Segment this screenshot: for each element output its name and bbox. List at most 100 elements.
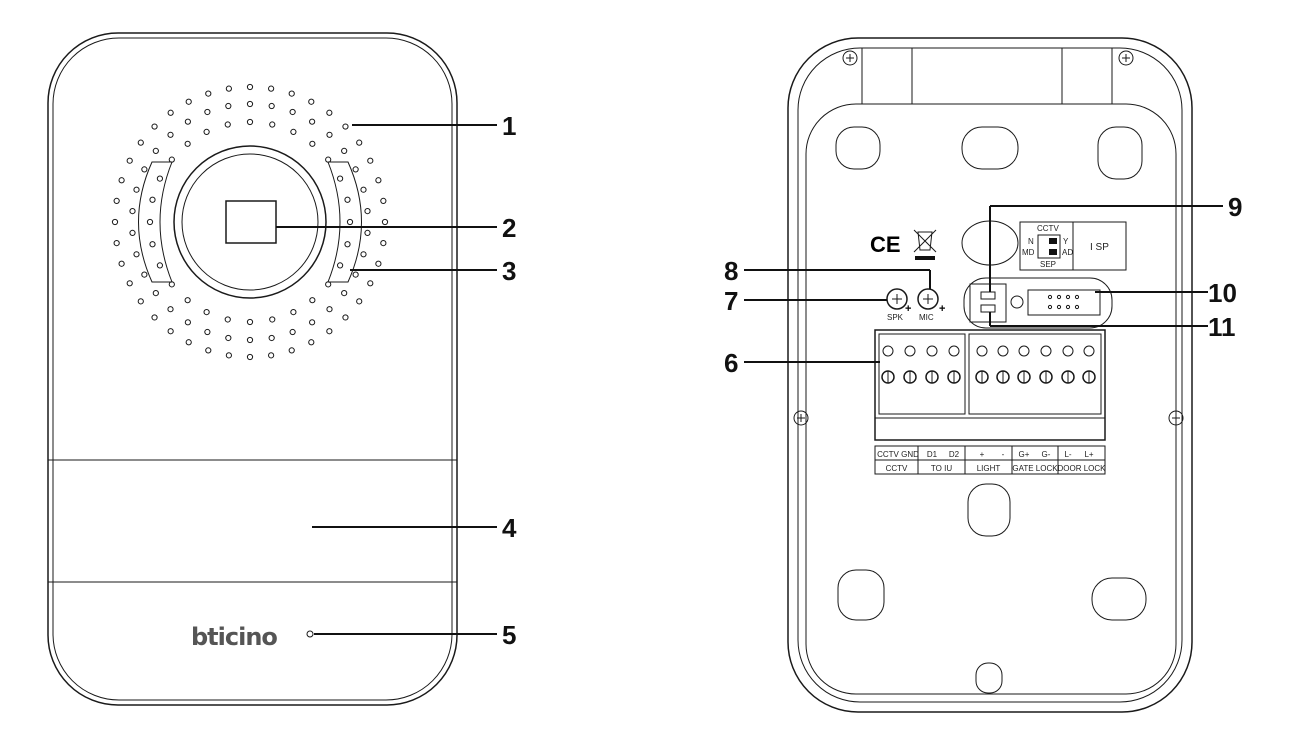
grille-hole (185, 339, 192, 346)
grille-hole (151, 123, 158, 130)
callout-5: 5 (502, 620, 516, 650)
grille-hole (246, 100, 254, 108)
grille-hole (118, 260, 125, 267)
grille-hole (246, 118, 254, 126)
callout-8: 8 (724, 256, 738, 286)
jumper-block[interactable] (969, 283, 1007, 323)
svg-text:Y: Y (1063, 237, 1069, 246)
grille-hole (149, 241, 156, 248)
grille-hole (141, 271, 148, 278)
mic-trimmer[interactable] (917, 288, 939, 310)
grille-hole (308, 339, 315, 346)
grille-hole (167, 131, 174, 138)
led-slot-right (327, 161, 362, 283)
grille-hole (269, 121, 276, 128)
grille-hole (336, 175, 344, 182)
grille-hole (113, 240, 120, 247)
dip-switch[interactable] (1037, 234, 1061, 259)
back-panel-outline (787, 37, 1193, 713)
terminal-group-label: DOOR LOCK (1057, 464, 1106, 473)
grille-hole (152, 147, 159, 154)
terminal-group-label: TO IU (931, 464, 952, 473)
grille-hole (167, 109, 174, 116)
grille-hole (269, 316, 276, 323)
grille-hole (290, 128, 297, 136)
terminal-block (874, 329, 1106, 441)
grille-hole (126, 157, 133, 164)
grille-hole (204, 108, 211, 116)
grille-hole (288, 347, 295, 354)
status-led (306, 630, 314, 638)
grille-hole (133, 251, 140, 258)
grille-hole (344, 241, 351, 248)
grille-hole (168, 281, 175, 288)
grille-hole (289, 328, 296, 336)
terminal-label: G- (1042, 450, 1051, 459)
terminal-label: G+ (1019, 450, 1030, 459)
grille-hole (146, 218, 154, 226)
svg-text:MD: MD (1022, 248, 1035, 257)
top-bracket (861, 47, 1113, 105)
spk-trimmer[interactable] (886, 288, 908, 310)
grille-hole (167, 306, 174, 313)
grille-hole (326, 328, 333, 335)
grille-hole (126, 280, 133, 287)
grille-hole (129, 208, 136, 215)
grille-hole (342, 123, 349, 130)
terminal-screw-top (976, 345, 988, 357)
grille-hole (341, 147, 348, 154)
grille-hole (346, 218, 354, 226)
grille-hole (360, 251, 367, 258)
speaker-grille (111, 83, 389, 361)
terminal-screw-top (997, 345, 1009, 357)
svg-text:SEP: SEP (1040, 260, 1056, 269)
terminal-screw-top (904, 345, 916, 357)
svg-text:N: N (1028, 237, 1034, 246)
svg-text:CCTV: CCTV (1037, 224, 1059, 233)
grille-hole (309, 140, 316, 147)
grille-hole (325, 281, 332, 288)
front-panel-outline (47, 32, 458, 706)
grille-hole (325, 156, 332, 163)
grille-hole (137, 139, 144, 146)
callout-10: 10 (1208, 278, 1237, 308)
terminal-screw-top (948, 345, 960, 357)
svg-text:MIC: MIC (919, 313, 934, 322)
connector-pin (1047, 304, 1053, 310)
grille-hole (129, 229, 136, 236)
grille-hole (205, 90, 212, 97)
grille-hole (204, 328, 211, 336)
grille-hole (268, 352, 275, 359)
isp-connector[interactable] (1027, 289, 1101, 316)
grille-hole (288, 90, 295, 97)
grille-hole (326, 306, 333, 313)
grille-hole (352, 271, 359, 278)
grille-hole (168, 156, 175, 163)
camera-lens-ring (173, 145, 327, 299)
grille-hole (336, 262, 344, 269)
grille-hole (268, 102, 275, 110)
terminal-label: L- (1064, 450, 1071, 459)
grille-hole (356, 298, 363, 305)
grille-hole (364, 208, 371, 215)
screw-right-icon (1168, 410, 1184, 426)
svg-text:SPK: SPK (887, 313, 904, 322)
grille-hole (268, 85, 275, 92)
grille-hole (360, 186, 367, 193)
grille-hole (224, 316, 231, 323)
grille-hole (290, 308, 297, 316)
terminal-label: GND (901, 450, 919, 459)
connector-pin (1074, 294, 1080, 300)
grille-hole (184, 297, 191, 304)
grille-hole (326, 131, 333, 138)
grille-hole (205, 347, 212, 354)
grille-hole (225, 102, 232, 110)
callout-6: 6 (724, 348, 738, 378)
grille-hole (156, 175, 164, 182)
terminal-screw-top (1018, 345, 1030, 357)
grille-hole (341, 290, 348, 297)
grille-hole (367, 280, 374, 287)
ce-mark: CE (870, 232, 901, 257)
screw-top-right-icon (1118, 50, 1134, 66)
